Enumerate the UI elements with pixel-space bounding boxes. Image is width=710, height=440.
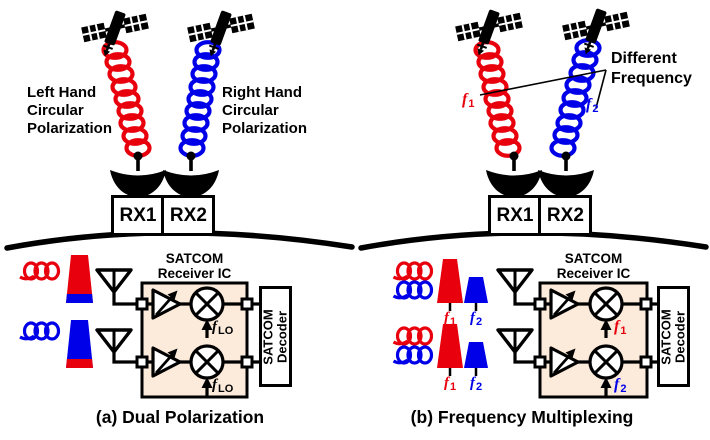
small-coil-red [392, 261, 434, 281]
satcom-decoder-label: SATCOM Decoder [658, 308, 688, 365]
mixer-icon [189, 344, 225, 380]
caption-a: (a) Dual Polarization [95, 407, 265, 427]
mixer-icon [588, 286, 624, 322]
rx2-box: RX2 [161, 195, 216, 236]
rx1-box: RX1 [488, 195, 542, 236]
lo-arrow [201, 319, 612, 396]
f1-lo-label: f1 [614, 318, 627, 337]
antenna-feed-line [513, 290, 538, 306]
small-coil-red [19, 261, 61, 281]
spectrum-f1-f2-row2 [437, 324, 488, 376]
satcom-decoder-box: SATCOM Decoder [259, 286, 292, 387]
different-frequency-label: Different Frequency [611, 50, 692, 87]
f1-beam-coil [473, 40, 522, 158]
flo-label: fLO [212, 319, 234, 337]
antenna-icon [496, 328, 534, 354]
antenna-icon [496, 268, 534, 294]
ic-ports [135, 297, 653, 369]
ic-title-a: SATCOM Receiver IC [157, 251, 232, 281]
rhcp-label: Right Hand Circular Polarization [222, 84, 308, 137]
antenna-icon [95, 328, 133, 354]
antenna-feed-line [513, 350, 538, 364]
f1-beam-label: f1 [462, 91, 475, 110]
dish-antenna-icon [110, 151, 166, 201]
lhcp-label: Left Hand Circular Polarization [27, 84, 113, 137]
small-coil-blue [19, 321, 61, 341]
annotation-line-f2 [595, 69, 607, 109]
small-coil-blue [392, 345, 434, 365]
antenna-feed-line [112, 290, 140, 306]
lhcp-beam-coil [101, 40, 152, 158]
spectrum-rhcp [66, 320, 93, 368]
mixer-icon [588, 344, 624, 380]
rx-boxes-b: RX1 RX2 [488, 195, 593, 236]
f2-lo-label: f2 [614, 376, 627, 395]
satellite-icon [453, 7, 525, 59]
rx1-box: RX1 [111, 195, 165, 236]
dish-antenna-icon [538, 151, 594, 201]
caption-b: (b) Frequency Multiplexing [410, 407, 634, 427]
annotation-line-f1 [479, 69, 607, 96]
dish-antenna-icon [486, 151, 542, 201]
satcom-decoder-box: SATCOM Decoder [657, 286, 690, 387]
antenna-feed-line [112, 350, 140, 364]
f2-spectrum-label: f2 [469, 375, 483, 393]
small-coil-blue [392, 280, 434, 300]
antenna-icon [95, 268, 133, 294]
satcom-decoder-label: SATCOM Decoder [260, 308, 290, 365]
f1-spectrum-label: f1 [443, 310, 457, 328]
flo-label: fLO [212, 377, 234, 395]
f1-spectrum-label: f1 [443, 375, 457, 393]
spectrum-lhcp [66, 255, 93, 303]
rx2-box: RX2 [538, 195, 593, 236]
f2-spectrum-label: f2 [469, 310, 483, 328]
mixer-icon [189, 286, 225, 322]
rx-boxes-a: RX1 RX2 [111, 195, 216, 236]
spectrum-f1-f2-row1 [437, 259, 488, 311]
small-coil-red [392, 326, 434, 346]
f2-beam-label: f2 [586, 96, 599, 115]
rhcp-beam-coil [178, 40, 222, 158]
ic-title-b: SATCOM Receiver IC [556, 251, 631, 281]
dish-antenna-icon [163, 151, 219, 201]
satellite-icon [79, 8, 151, 60]
